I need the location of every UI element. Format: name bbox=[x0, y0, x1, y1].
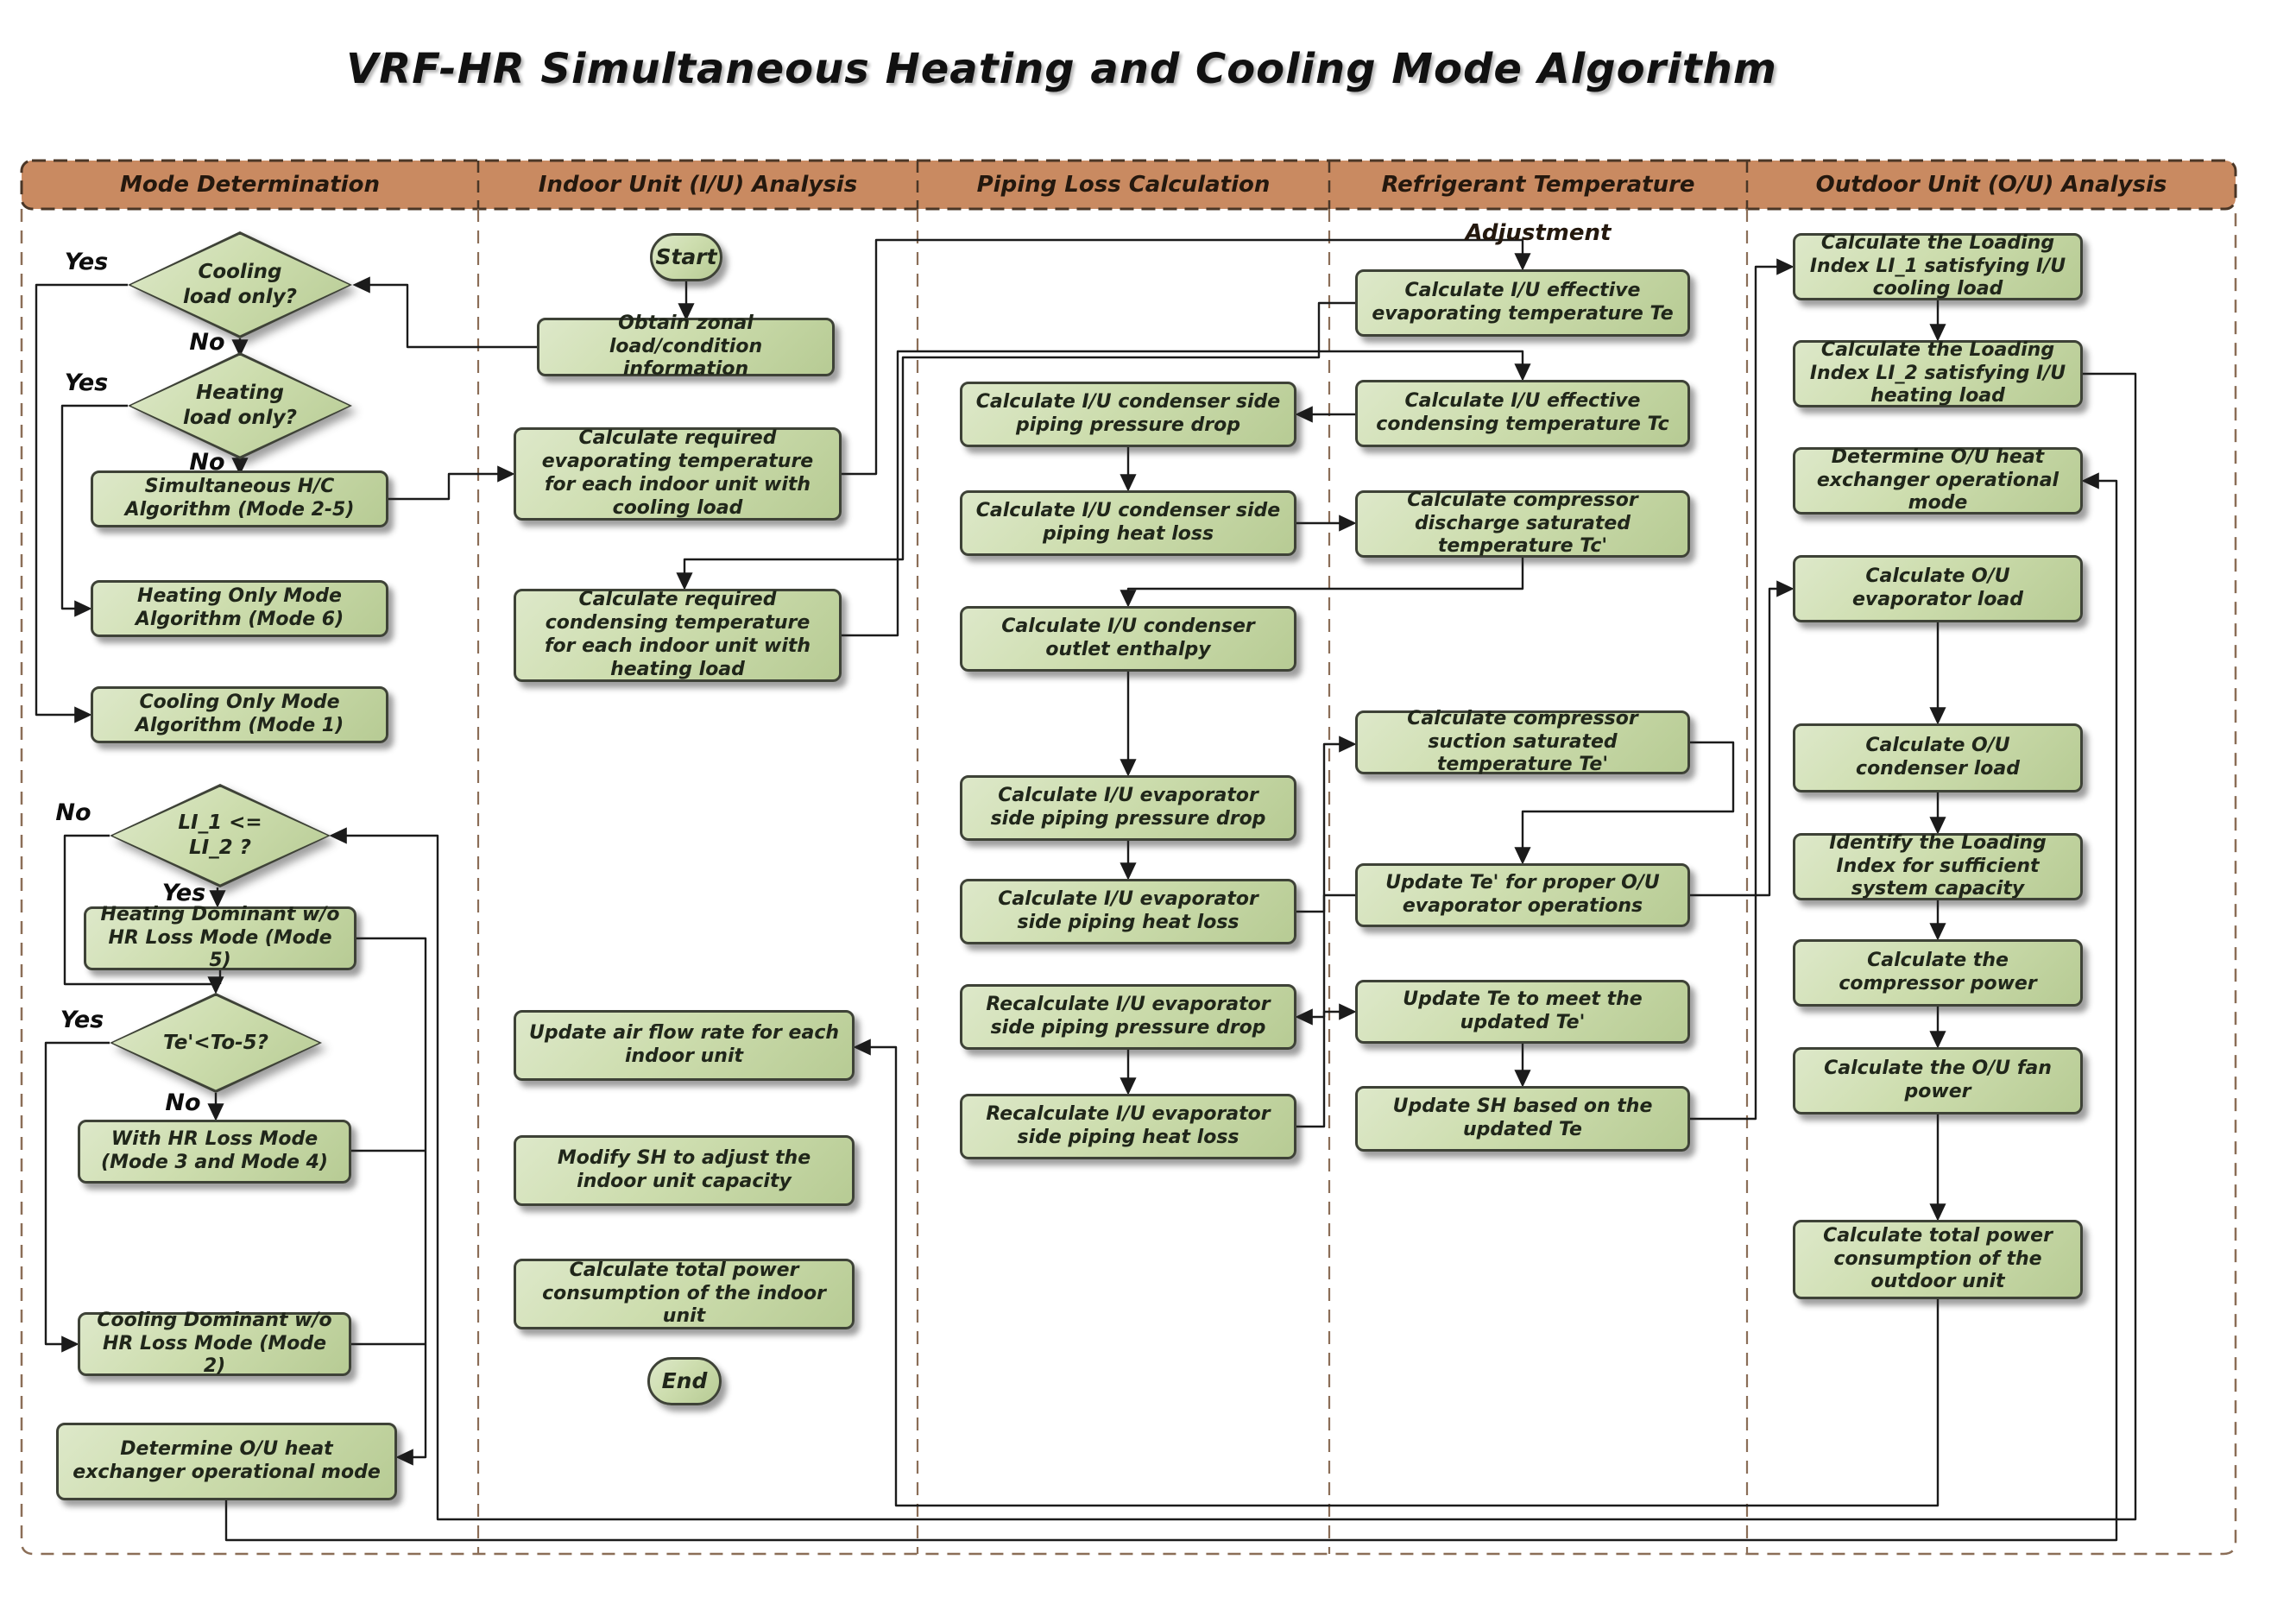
flow-edge-32 bbox=[853, 1039, 1940, 1507]
flow-edge-40 bbox=[44, 1041, 110, 1353]
process-node-o1: Calculate the Loading Index LI_1 satisfy… bbox=[1793, 232, 2083, 300]
decision-node-d4: Te'<To-5? bbox=[110, 993, 322, 1093]
process-node-o2: Calculate the Loading Index LI_2 satisfy… bbox=[1793, 339, 2083, 407]
decision-label: LI_1 <= LI_2 ? bbox=[178, 811, 262, 859]
process-node-o4: Calculate O/U evaporator load bbox=[1793, 555, 2083, 622]
flow-edge-33 bbox=[356, 937, 427, 1466]
process-node-m5: With HR Loss Mode (Mode 3 and Mode 4) bbox=[78, 1120, 351, 1184]
process-node-p1: Calculate I/U condenser side piping pres… bbox=[960, 382, 1296, 447]
process-node-r6: Update Te to meet the updated Te' bbox=[1355, 980, 1690, 1044]
lane-header-3: Refrigerant Temperature Adjustment bbox=[1381, 172, 1695, 246]
process-node-i2: Calculate required evaporating temperatu… bbox=[514, 427, 842, 521]
flow-edge-24 bbox=[329, 372, 2137, 1521]
process-node-m7: Determine O/U heat exchanger operational… bbox=[56, 1423, 397, 1500]
process-node-r7: Update SH based on the updated Te bbox=[1355, 1086, 1690, 1152]
branch-label-4: No bbox=[55, 799, 91, 826]
flow-edge-18 bbox=[1295, 893, 1355, 1026]
decision-node-d3: LI_1 <= LI_2 ? bbox=[110, 784, 331, 887]
process-node-r4: Calculate compressor suction saturated t… bbox=[1355, 708, 1690, 775]
page-title: VRF-HR Simultaneous Heating and Cooling … bbox=[346, 45, 1777, 93]
process-node-m3: Cooling Only Mode Algorithm (Mode 1) bbox=[91, 686, 388, 743]
flow-edge-13 bbox=[1120, 558, 1524, 608]
process-node-m6: Cooling Dominant w/o HR Loss Mode (Mode … bbox=[78, 1310, 351, 1377]
flow-edge-20 bbox=[1296, 1003, 1357, 1128]
process-node-i6: Calculate total power consumption of the… bbox=[514, 1259, 855, 1329]
process-node-m1: Simultaneous H/C Algorithm (Mode 2-5) bbox=[91, 470, 388, 527]
decision-node-d2: Heating load only? bbox=[128, 352, 352, 459]
process-node-m2: Heating Only Mode Algorithm (Mode 6) bbox=[91, 580, 388, 637]
terminal-node-end: End bbox=[647, 1357, 722, 1405]
process-node-p5: Calculate I/U evaporator side piping hea… bbox=[960, 879, 1296, 944]
flow-edge-3 bbox=[35, 283, 128, 723]
flow-edge-26 bbox=[1690, 580, 1795, 897]
process-node-o9: Calculate total power consumption of the… bbox=[1793, 1220, 2083, 1299]
swimlane-frame bbox=[20, 159, 2237, 1556]
branch-label-1: No bbox=[189, 329, 224, 356]
process-node-i4: Update air flow rate for each indoor uni… bbox=[514, 1010, 855, 1081]
process-node-i3: Calculate required condensing temperatur… bbox=[514, 589, 842, 682]
process-node-i1: Obtain zonal load/condition information bbox=[537, 313, 835, 380]
flow-edge-5 bbox=[60, 404, 128, 617]
flow-edge-7 bbox=[842, 238, 1531, 476]
lane-header-2: Piping Loss Calculation bbox=[976, 172, 1271, 198]
flow-edge-6 bbox=[388, 465, 515, 501]
flow-edge-17 bbox=[1514, 741, 1735, 865]
process-node-r5: Update Te' for proper O/U evaporator ope… bbox=[1355, 863, 1690, 927]
flow-edge-1 bbox=[352, 276, 537, 349]
lane-header-0: Mode Determination bbox=[120, 172, 380, 198]
flow-edge-25 bbox=[224, 472, 2118, 1542]
process-node-r3: Calculate compressor discharge saturated… bbox=[1355, 489, 1690, 558]
branch-label-0: Yes bbox=[65, 249, 108, 275]
branch-label-5: Yes bbox=[162, 880, 205, 906]
process-node-r1: Calculate I/U effective evaporating temp… bbox=[1355, 269, 1690, 337]
process-node-p3: Calculate I/U condenser outlet enthalpy bbox=[960, 606, 1296, 672]
decision-label: Te'<To-5? bbox=[162, 1031, 269, 1054]
flow-edges bbox=[35, 238, 2137, 1542]
terminal-node-start: Start bbox=[650, 233, 722, 281]
branch-label-7: No bbox=[165, 1089, 200, 1116]
lane-header-4: Outdoor Unit (O/U) Analysis bbox=[1815, 172, 2167, 198]
process-node-o5: Calculate O/U condenser load bbox=[1793, 723, 2083, 792]
process-node-p4: Calculate I/U evaporator side piping pre… bbox=[960, 775, 1296, 841]
decision-label: Heating load only? bbox=[182, 382, 298, 429]
process-node-p6: Recalculate I/U evaporator side piping p… bbox=[960, 984, 1296, 1050]
flow-edge-8 bbox=[842, 350, 1531, 637]
flow-edge-16 bbox=[1296, 736, 1357, 913]
process-node-i5: Modify SH to adjust the indoor unit capa… bbox=[514, 1135, 855, 1206]
flow-edge-37 bbox=[63, 834, 224, 994]
process-node-r2: Calculate I/U effective condensing tempe… bbox=[1355, 380, 1690, 447]
process-node-m4: Heating Dominant w/o HR Loss Mode (Mode … bbox=[84, 904, 356, 971]
process-node-o6: Identify the Loading Index for sufficien… bbox=[1793, 832, 2083, 900]
decision-node-d1: Cooling load only? bbox=[128, 231, 352, 338]
process-node-o7: Calculate the compressor power bbox=[1793, 939, 2083, 1007]
process-node-p7: Recalculate I/U evaporator side piping h… bbox=[960, 1094, 1296, 1159]
process-node-p2: Calculate I/U condenser side piping heat… bbox=[960, 490, 1296, 556]
flow-edge-22 bbox=[1690, 258, 1795, 1121]
process-node-o8: Calculate the O/U fan power bbox=[1793, 1047, 2083, 1114]
branch-label-6: Yes bbox=[60, 1007, 104, 1033]
process-node-o3: Determine O/U heat exchanger operational… bbox=[1793, 446, 2083, 515]
branch-label-2: Yes bbox=[65, 369, 108, 396]
decision-label: Cooling load only? bbox=[182, 261, 298, 308]
flow-edge-9 bbox=[676, 301, 1355, 590]
lane-header-1: Indoor Unit (I/U) Analysis bbox=[538, 172, 858, 198]
